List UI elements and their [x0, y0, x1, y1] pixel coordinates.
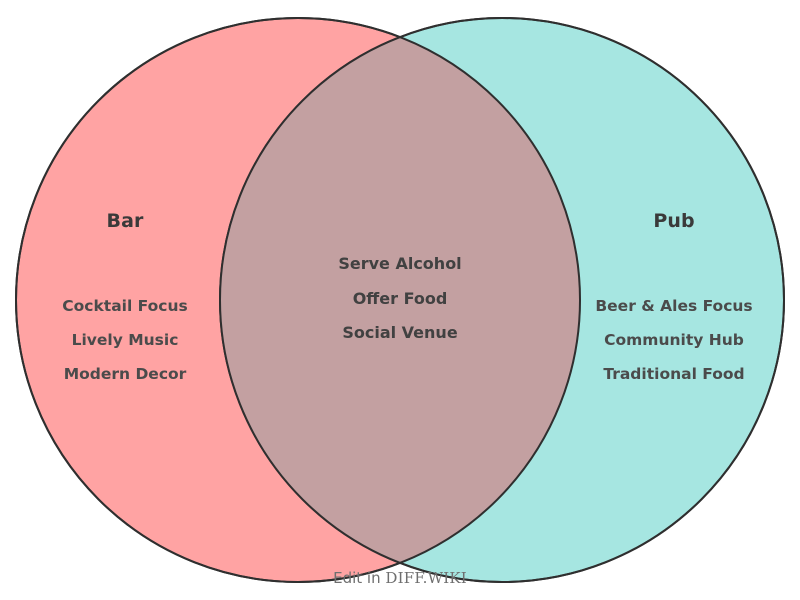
left-set-item: Cocktail Focus: [62, 297, 188, 315]
right-set-item: Community Hub: [604, 331, 744, 349]
right-set-title: Pub: [653, 210, 695, 232]
intersection-item: Serve Alcohol: [338, 254, 462, 273]
intersection-item: Social Venue: [342, 323, 458, 342]
left-set-item: Modern Decor: [63, 365, 187, 383]
intersection-region[interactable]: [220, 18, 784, 582]
left-set-item-list: Cocktail Focus Lively Music Modern Decor: [62, 289, 187, 391]
right-set-item: Beer & Ales Focus: [595, 297, 753, 315]
right-set-outline: [219, 17, 785, 583]
right-set-item-list: Beer & Ales Focus Community Hub Traditio…: [595, 289, 752, 391]
intersection-item-list: Serve Alcohol Offer Food Social Venue: [338, 247, 461, 351]
edit-prefix-label: Edit in: [333, 569, 381, 587]
left-set-item: Lively Music: [71, 331, 179, 349]
left-set-title: Bar: [106, 210, 144, 232]
right-set-item: Traditional Food: [603, 365, 745, 383]
intersection-item: Offer Food: [352, 288, 448, 308]
brand-label: DIFF.WIKI: [385, 569, 467, 587]
left-set-outline: [15, 17, 581, 583]
edit-link[interactable]: Edit in DIFF.WIKI: [333, 569, 467, 587]
